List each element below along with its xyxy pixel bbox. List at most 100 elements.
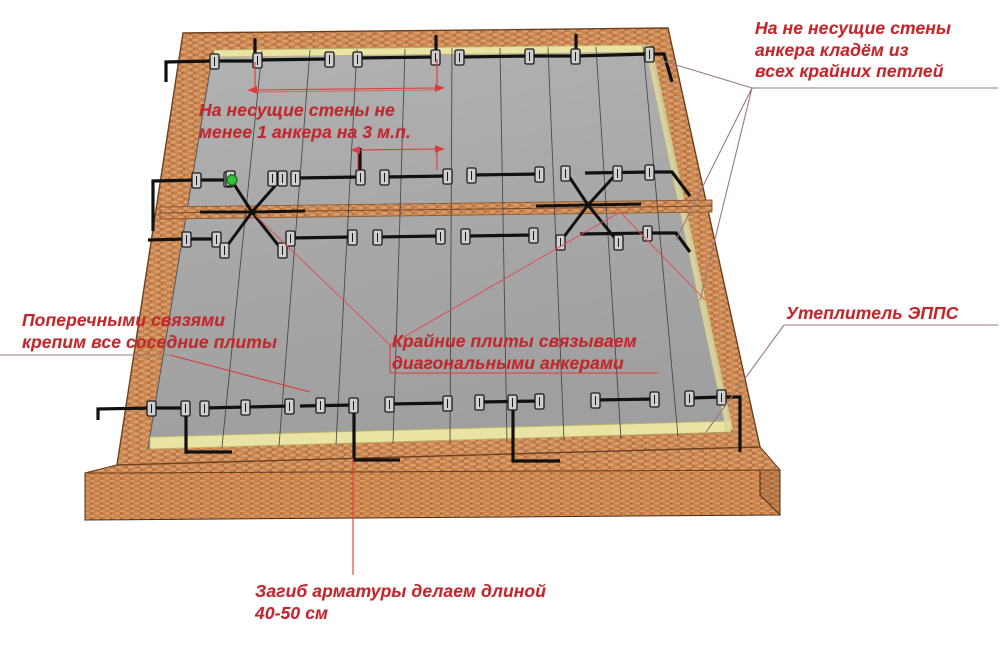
rebar-tie	[595, 397, 656, 402]
anchor-loop	[355, 169, 366, 186]
anchor-loop	[324, 51, 335, 68]
anchor-loop	[684, 390, 695, 407]
anchor-loop	[384, 396, 395, 413]
dimension-box	[254, 89, 438, 93]
callout-rebar-bend-length: Загиб арматуры делаем длиной 40-50 см	[255, 581, 546, 623]
callout-underlines	[0, 87, 998, 356]
anchor-loop	[612, 165, 623, 182]
anchor-loop	[146, 400, 157, 417]
anchor-loop	[570, 48, 581, 65]
anchor-loop	[199, 400, 210, 417]
anchor-loop	[534, 166, 545, 183]
rebar-tie	[357, 55, 437, 60]
anchor-loop	[211, 231, 222, 248]
rebar-tie	[295, 175, 361, 180]
dimension-arrows	[247, 59, 445, 172]
rebar-bend	[164, 59, 215, 82]
anchor-loop	[284, 398, 295, 415]
rebar-bend	[511, 402, 560, 463]
rebar-bend	[722, 395, 742, 452]
anchor-loop	[277, 242, 288, 259]
anchor-loop	[315, 397, 326, 414]
anchor-loop	[442, 168, 453, 185]
brick-wall-band	[116, 27, 761, 466]
callout-bearing-walls: На несущие стены не менее 1 анкера на 3 …	[199, 100, 411, 142]
rebar-bend	[352, 405, 400, 462]
anchor-loop	[644, 164, 655, 181]
anchor-loop	[352, 51, 363, 68]
anchor-loop	[555, 234, 566, 251]
rebar-tie	[459, 54, 531, 59]
rebar-tie	[377, 234, 441, 239]
callout-transverse-ties: Поперечными связями крепим все соседние …	[22, 310, 277, 352]
anchor-loop	[372, 229, 383, 246]
leader-edge-diagonal	[389, 345, 658, 374]
rebar-bend	[147, 237, 187, 242]
callout-eps-insulation: Утеплитель ЭППС	[786, 303, 959, 323]
anchor-loop	[191, 172, 202, 189]
rebar-bend	[648, 231, 692, 253]
anchor-loop	[560, 165, 571, 182]
rebar-tie	[289, 235, 353, 240]
anchor-loop	[430, 49, 441, 66]
rebar-bend	[184, 408, 232, 454]
anchor-row-mid-upper	[151, 148, 692, 231]
rebar-tie	[384, 174, 448, 179]
anchor-loop	[435, 228, 446, 245]
slab-joint-lines	[221, 45, 679, 448]
anchor-loop	[474, 394, 485, 411]
anchor-loop	[454, 49, 465, 66]
anchor-loop	[460, 228, 471, 245]
anchor-loop	[252, 52, 263, 69]
anchor-loop	[277, 170, 288, 187]
anchor-loop	[442, 395, 453, 412]
rebar-tie	[299, 403, 355, 408]
callout-non-bearing-walls: На не несущие стены анкера кладём из все…	[755, 18, 952, 82]
anchor-loop	[507, 394, 518, 411]
anchor-loop	[379, 169, 390, 186]
anchor-loop	[240, 399, 251, 416]
anchor-loop	[613, 234, 624, 251]
rebar-tie	[575, 52, 651, 58]
anchor-loop	[347, 229, 358, 246]
rebar-tie	[465, 233, 535, 238]
leader-eps	[705, 324, 785, 433]
anchor-loop	[649, 391, 660, 408]
anchor-loop	[219, 242, 230, 259]
rebar-tie	[579, 231, 649, 236]
anchor-loop	[524, 48, 535, 65]
rebar-bend	[151, 178, 197, 231]
anchor-loop	[348, 397, 359, 414]
selection-marker-dot	[226, 174, 238, 186]
anchor-loop	[590, 392, 601, 409]
anchor-loops	[146, 46, 727, 417]
rebar-bend	[650, 170, 692, 197]
eps-strip-bottom	[149, 420, 732, 450]
callout-edge-slabs-diagonal: Крайние плиты связываем диагональными ан…	[392, 331, 637, 373]
anchor-loop	[180, 400, 191, 417]
anchor-loop	[267, 170, 278, 187]
rebar-tie	[389, 401, 449, 406]
anchor-loop	[644, 46, 655, 63]
foundation-block	[84, 445, 782, 521]
anchor-loop	[285, 230, 296, 247]
rebar-bend	[650, 52, 674, 83]
anchor-loop	[716, 389, 727, 406]
dimension-arrow	[350, 145, 445, 154]
anchor-row-bottom	[96, 395, 742, 463]
anchor-loop	[534, 393, 545, 410]
anchor-loop	[209, 53, 220, 70]
rebar-tie	[254, 57, 331, 62]
anchor-loop	[528, 227, 539, 244]
anchor-loop	[290, 170, 301, 187]
block-front-face	[84, 469, 781, 521]
dimension-arrow	[247, 84, 445, 94]
anchor-row-mid-lower	[147, 231, 692, 253]
anchor-loop	[181, 231, 192, 248]
anchor-loop	[466, 167, 477, 184]
diagonal-tie-guides	[254, 211, 706, 346]
anchor-loop	[642, 225, 653, 242]
rebar-tie	[471, 172, 541, 177]
